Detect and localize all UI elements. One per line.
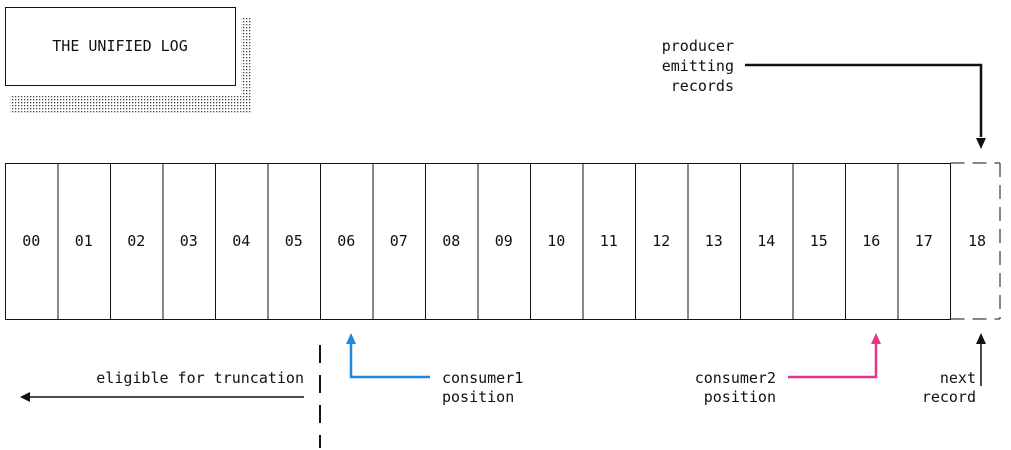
log-cell-05: 05 — [267, 163, 321, 320]
next-arrow-head — [976, 333, 986, 344]
next-record-cell: 18 — [950, 162, 1001, 320]
log-cell-06: 06 — [320, 163, 374, 320]
title-frame — [5, 7, 236, 86]
next-record-annotation: next record — [922, 333, 986, 406]
log-cell-frame — [162, 163, 216, 320]
producer-annotation: producer emitting records — [662, 37, 986, 149]
log-cell-label: 12 — [652, 232, 670, 250]
log-cell-08: 08 — [425, 163, 479, 320]
title-box: THE UNIFIED LOG — [5, 7, 251, 114]
consumer1-arrow-head — [346, 333, 356, 344]
consumer1-arrow-line — [349, 343, 430, 379]
consumer1-line-2: position — [442, 388, 514, 406]
log-cell-label: 16 — [862, 232, 880, 250]
log-cell-label: 06 — [337, 232, 355, 250]
consumer2-arrow-line — [788, 343, 878, 379]
log-cell-label: 02 — [127, 232, 145, 250]
log-cell-label: 00 — [22, 232, 40, 250]
log-cell-label: 09 — [495, 232, 513, 250]
log-cell-04: 04 — [215, 163, 269, 320]
log-cell-label: 05 — [285, 232, 303, 250]
consumer2-line-1: consumer2 — [695, 369, 776, 387]
producer-line-1: producer — [662, 37, 734, 55]
log-cell-frame — [582, 163, 636, 320]
truncation-label: eligible for truncation — [96, 369, 304, 387]
log-cell-frame — [5, 163, 59, 320]
log-cell-label: 01 — [75, 232, 93, 250]
log-cell-09: 09 — [477, 163, 531, 320]
title-shadow-right — [241, 18, 251, 114]
log-cell-label: 08 — [442, 232, 460, 250]
next-line-1: next — [940, 369, 976, 387]
log-cell-label: 07 — [390, 232, 408, 250]
log-cell-frame — [792, 163, 846, 320]
log-cell-label: 03 — [180, 232, 198, 250]
log-cell-frame — [267, 163, 321, 320]
title-text: THE UNIFIED LOG — [52, 37, 187, 55]
log-cell-frame — [215, 163, 269, 320]
log-cell-label: 14 — [757, 232, 775, 250]
consumer2-annotation: consumer2 position — [695, 333, 881, 406]
log-cell-12: 12 — [635, 163, 689, 320]
log-cell-label: 13 — [705, 232, 723, 250]
producer-arrow-head — [976, 138, 986, 149]
log-cell-frame — [687, 163, 741, 320]
consumer1-annotation: consumer1 position — [346, 333, 523, 406]
consumer2-line-2: position — [704, 388, 776, 406]
log-cell-frame — [425, 163, 479, 320]
log-cell-10: 10 — [530, 163, 584, 320]
log-cell-frame — [477, 163, 531, 320]
title-shadow-bottom — [10, 96, 251, 114]
log-cell-frame — [845, 163, 899, 320]
log-cell-label: 17 — [915, 232, 933, 250]
log-cell-frame — [740, 163, 794, 320]
next-record-label: 18 — [968, 232, 986, 250]
log-cells: 00 01 02 03 04 05 06 07 08 09 10 11 12 13 14 15 16 17 — [5, 163, 951, 320]
log-cell-17: 17 — [897, 163, 951, 320]
log-cell-frame — [530, 163, 584, 320]
producer-line-3: records — [671, 77, 734, 95]
truncation-arrow-head — [20, 392, 30, 402]
log-cell-15: 15 — [792, 163, 846, 320]
log-cell-16: 16 — [845, 163, 899, 320]
producer-line-2: emitting — [662, 57, 734, 75]
log-cell-label: 15 — [810, 232, 828, 250]
log-cell-03: 03 — [162, 163, 216, 320]
truncation-annotation: eligible for truncation — [20, 345, 321, 448]
log-cell-label: 04 — [232, 232, 250, 250]
log-cell-frame — [110, 163, 164, 320]
log-cell-label: 10 — [547, 232, 565, 250]
log-cell-label: 11 — [600, 232, 618, 250]
log-cell-frame — [372, 163, 426, 320]
consumer1-line-1: consumer1 — [442, 369, 523, 387]
log-cell-00: 00 — [5, 163, 59, 320]
log-cell-11: 11 — [582, 163, 636, 320]
log-cell-frame — [897, 163, 951, 320]
log-cell-frame — [320, 163, 374, 320]
consumer2-arrow-head — [871, 333, 881, 344]
next-line-2: record — [922, 388, 976, 406]
producer-arrow-line — [745, 63, 983, 137]
log-cell-07: 07 — [372, 163, 426, 320]
log-cell-01: 01 — [57, 163, 111, 320]
log-cell-13: 13 — [687, 163, 741, 320]
log-cell-02: 02 — [110, 163, 164, 320]
log-cell-14: 14 — [740, 163, 794, 320]
